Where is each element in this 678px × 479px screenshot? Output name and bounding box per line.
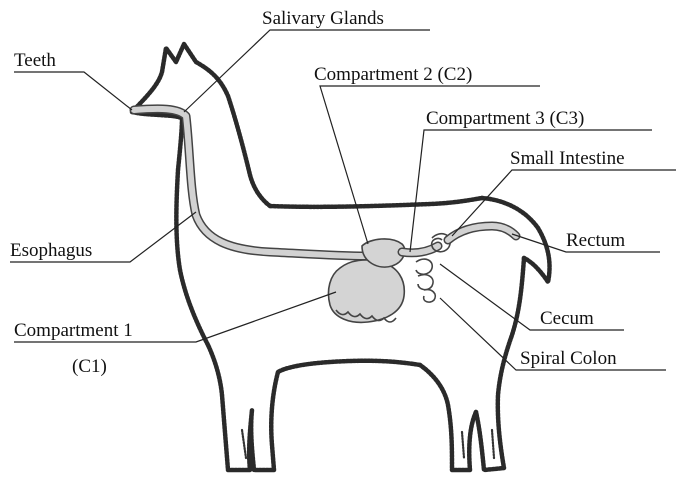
llama-head-outline <box>132 44 270 206</box>
llama-front-leg-outline <box>208 345 278 470</box>
llama-hoof-marks <box>242 430 494 458</box>
llama-hind-leg-outline <box>420 365 476 470</box>
labels: Teeth Salivary Glands Compartment 2 (C2)… <box>10 8 625 377</box>
spiral-colon-label: Spiral Colon <box>520 348 617 369</box>
teeth-label: Teeth <box>14 50 56 71</box>
esophagus-tube-fill <box>134 109 365 256</box>
llama-back-outline <box>270 198 482 207</box>
salivary-glands-label: Salivary Glands <box>262 8 384 29</box>
llama-belly-outline <box>278 361 420 372</box>
rectum-label: Rectum <box>566 230 625 251</box>
compartment-1-label-line2: (C1) <box>72 356 107 377</box>
llama-rump-outline <box>476 258 524 470</box>
esophagus-tube <box>134 109 365 256</box>
cecum-leader <box>440 264 624 330</box>
compartment-2-label: Compartment 2 (C2) <box>314 64 472 85</box>
compartment-3-label: Compartment 3 (C3) <box>426 108 584 129</box>
llama-chest-outline <box>132 112 208 345</box>
compartment-1-label-line1: Compartment 1 <box>14 320 133 341</box>
teeth-leader <box>14 72 132 110</box>
esophagus-label: Esophagus <box>10 240 92 261</box>
cecum-label: Cecum <box>540 308 594 329</box>
small-intestine-label: Small Intestine <box>510 148 625 169</box>
